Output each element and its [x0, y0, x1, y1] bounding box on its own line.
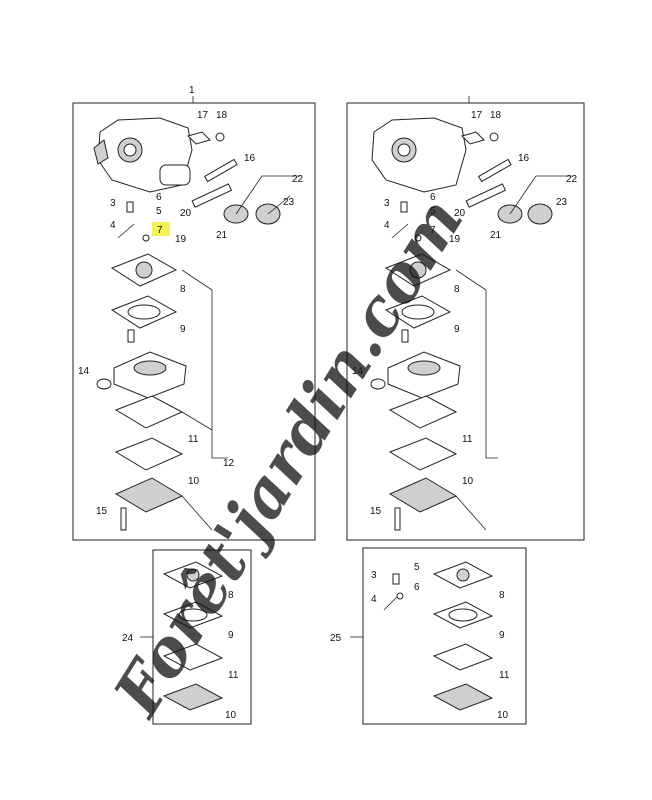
label: 18: [216, 110, 228, 121]
label: 21: [490, 230, 502, 241]
kit-25-panel: 25 3 5 6 4 8 9 11 10: [330, 547, 527, 725]
label: 10: [497, 710, 509, 721]
label: 6: [156, 192, 162, 203]
label: 10: [188, 476, 200, 487]
carburetor-body: [93, 117, 193, 193]
label: 6: [430, 192, 436, 203]
label: 8: [454, 284, 460, 295]
label: 9: [228, 630, 234, 641]
small-screw-part: [142, 234, 150, 242]
label: 23: [556, 197, 568, 208]
label: 3: [371, 570, 377, 581]
label: 14: [78, 366, 90, 377]
label: 10: [225, 710, 237, 721]
label: 6: [414, 582, 420, 593]
adjust-screw-part: [191, 183, 233, 208]
label: 10: [462, 476, 474, 487]
label: 16: [244, 153, 256, 164]
label: 19: [175, 234, 187, 245]
needle-part: [477, 158, 512, 183]
label: 23: [283, 197, 295, 208]
label: 8: [499, 590, 505, 601]
panel-left: 1: [72, 85, 316, 541]
lever-part: [391, 223, 409, 239]
label: 17: [197, 110, 209, 121]
pump-housing: [113, 351, 187, 399]
gasket-11: [114, 395, 184, 429]
adjust-screw-part: [465, 183, 507, 208]
label: 5: [430, 206, 436, 217]
label: 18: [490, 110, 502, 121]
oring-part: [370, 378, 386, 390]
cap-part: [527, 203, 553, 225]
label: 22: [566, 174, 578, 185]
carburetor-body: [371, 117, 467, 193]
label: 8: [228, 590, 234, 601]
label: 17: [471, 110, 483, 121]
label: 19: [449, 234, 461, 245]
label: 11: [462, 434, 473, 445]
small-screw-part: [396, 592, 404, 600]
label: 7: [430, 225, 436, 236]
kit-25-header: 25: [330, 633, 342, 644]
diaphragm-10: [432, 683, 494, 711]
label: 3: [110, 198, 116, 209]
screw-part: [215, 132, 225, 142]
diaphragm-8: [110, 253, 178, 287]
kit-24-header: 24: [122, 633, 134, 644]
label: 15: [370, 506, 382, 517]
label: 14: [352, 366, 364, 377]
screw-part-top: [401, 329, 409, 343]
highlight-box: [152, 222, 170, 236]
gasket-11: [388, 395, 458, 429]
label: 15: [96, 506, 108, 517]
label: 5: [414, 562, 420, 573]
bolt-part: [120, 507, 127, 531]
gasket-9: [110, 295, 178, 329]
label: 11: [188, 434, 199, 445]
small-spring-part: [400, 201, 408, 213]
diaphragm-10-a: [114, 437, 184, 471]
label: 11: [228, 670, 239, 681]
small-screw-part: [414, 234, 422, 242]
panel-left-header: 1: [189, 85, 195, 96]
label: 4: [384, 220, 390, 231]
bracket-part: [461, 131, 485, 145]
label: 22: [292, 174, 304, 185]
bolt-part: [394, 507, 401, 531]
label: 4: [110, 220, 116, 231]
label: 9: [454, 324, 460, 335]
small-spring-part: [392, 573, 400, 585]
label: 11: [499, 670, 510, 681]
label: 21: [216, 230, 228, 241]
label: 8: [180, 284, 186, 295]
label: 20: [454, 208, 466, 219]
label: 9: [180, 324, 186, 335]
needle-part: [203, 158, 238, 183]
gasket-11: [432, 643, 494, 671]
diaphragm-10-a: [388, 437, 458, 471]
oring-part: [96, 378, 112, 390]
label: 3: [384, 198, 390, 209]
highlighted-part-label[interactable]: 7: [152, 222, 170, 236]
label: 9: [499, 630, 505, 641]
screw-part: [489, 132, 499, 142]
label: 16: [518, 153, 530, 164]
gasket-11: [162, 643, 224, 671]
small-spring-part: [126, 201, 134, 213]
screw-part-top: [127, 329, 135, 343]
label: 12: [223, 458, 235, 469]
diaphragm-10-b: [388, 477, 458, 513]
label: 20: [180, 208, 192, 219]
diaphragm-10-b: [114, 477, 184, 513]
bracket-part: [187, 131, 211, 145]
panel-right: 17 18 16 22 3 6 5 20 23 4 7 19 21 8 9 14…: [346, 96, 585, 541]
highlight-label: 7: [157, 225, 163, 236]
label: 5: [156, 206, 162, 217]
lever-part: [117, 223, 135, 239]
diaphragm-10: [162, 683, 224, 711]
label: 4: [371, 594, 377, 605]
kit-24-panel: 24 8 9 11 10: [122, 549, 252, 725]
